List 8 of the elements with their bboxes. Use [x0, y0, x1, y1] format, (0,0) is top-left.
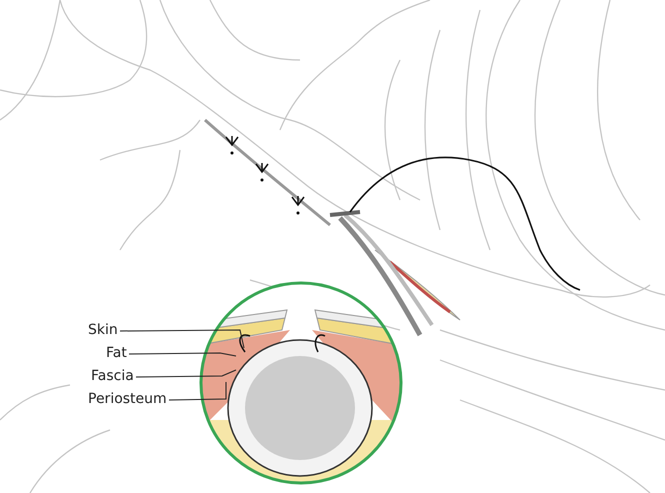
leader-line	[168, 382, 226, 400]
leader-line	[128, 352, 236, 356]
label-text: Periosteum	[88, 391, 167, 407]
label-text: Fascia	[91, 368, 134, 384]
leader-line	[120, 330, 244, 348]
label-text: Skin	[88, 322, 118, 338]
label-text: Fat	[106, 345, 127, 361]
leader-line	[136, 370, 236, 378]
